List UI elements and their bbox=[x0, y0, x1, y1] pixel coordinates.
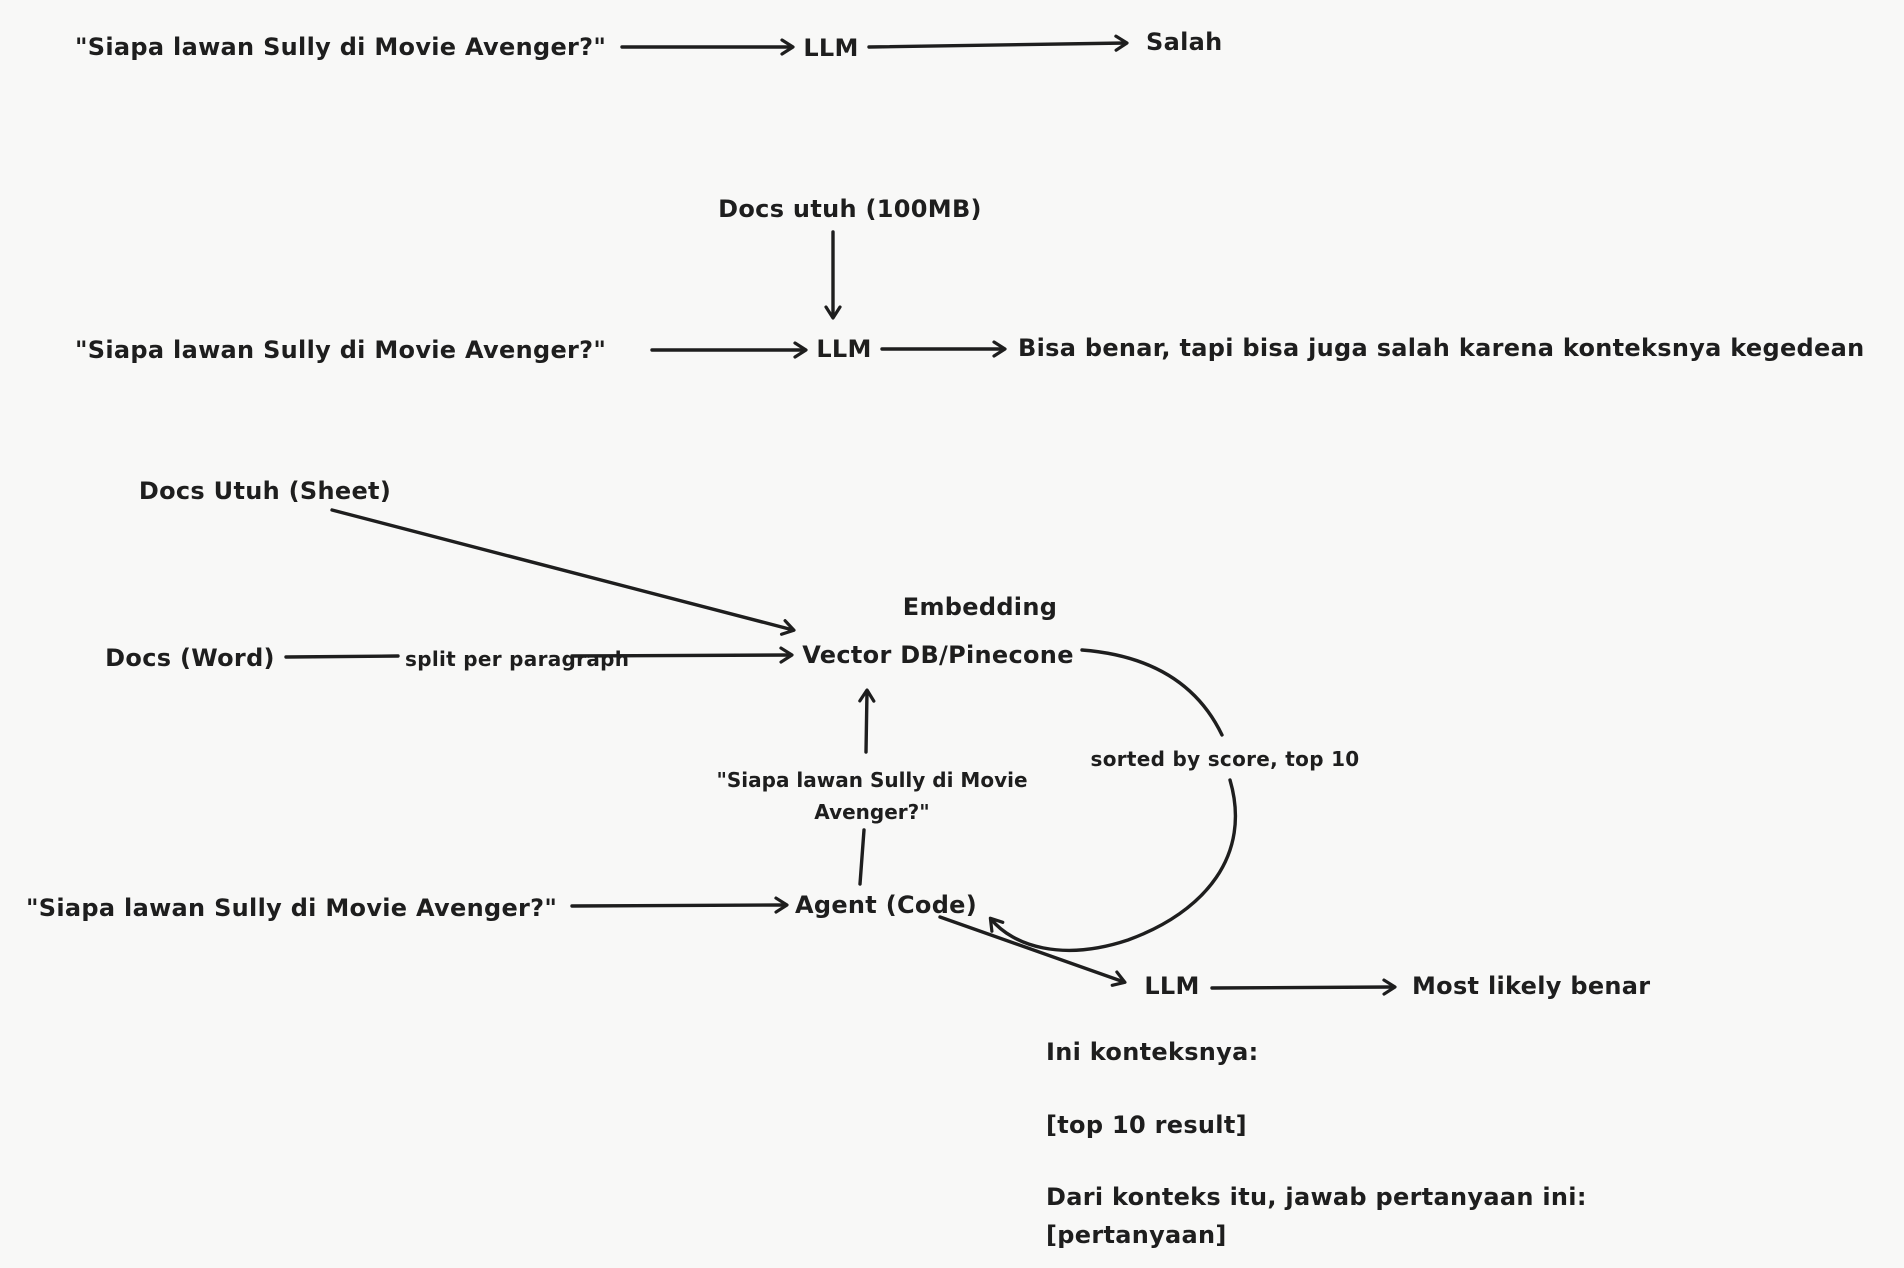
arrow-split-to-vectordb bbox=[570, 646, 794, 664]
arrow-q3-to-agent bbox=[570, 896, 789, 914]
vector-db-node: Vector DB/Pinecone bbox=[802, 641, 1074, 669]
docs-word: Docs (Word) bbox=[105, 644, 275, 672]
prompt-context-intro: Ini konteksnya: bbox=[1046, 1038, 1259, 1066]
prompt-top10-placeholder: [top 10 result] bbox=[1046, 1111, 1247, 1139]
llm-node-2: LLM bbox=[816, 335, 872, 363]
llm-node-3: LLM bbox=[1144, 972, 1200, 1000]
arrow-query-to-vectordb-bottom bbox=[858, 828, 866, 886]
prompt-question-placeholder: [pertanyaan] bbox=[1046, 1221, 1227, 1249]
docs-utuh-sheet: Docs Utuh (Sheet) bbox=[138, 477, 392, 505]
arrow-agent-to-llm3 bbox=[938, 915, 1127, 987]
agent-node: Agent (Code) bbox=[794, 891, 978, 919]
result-most-likely-benar: Most likely benar bbox=[1412, 972, 1651, 1000]
embedding-label: Embedding bbox=[902, 593, 1058, 621]
query-label-line2: Avenger?" bbox=[814, 800, 930, 824]
sorted-by-score-label: sorted by score, top 10 bbox=[1090, 747, 1360, 771]
docs-utuh-100mb: Docs utuh (100MB) bbox=[718, 195, 982, 223]
arrow-llm3-to-result bbox=[1210, 978, 1397, 996]
question-text-1: "Siapa lawan Sully di Movie Avenger?" bbox=[75, 33, 607, 61]
llm-node-1: LLM bbox=[803, 34, 859, 62]
prompt-instruction: Dari konteks itu, jawab pertanyaan ini: bbox=[1046, 1183, 1587, 1211]
arrow-llm1-to-salah bbox=[867, 34, 1129, 52]
result-salah: Salah bbox=[1146, 28, 1223, 56]
query-label: "Siapa lawan Sully di Movie Avenger?" bbox=[716, 764, 1027, 828]
split-per-paragraph-label: split per paragraph bbox=[405, 647, 630, 671]
result-bisa-benar: Bisa benar, tapi bisa juga salah karena … bbox=[1018, 334, 1865, 362]
arrow-sheet-to-vectordb bbox=[330, 508, 796, 636]
question-text-3: "Siapa lawan Sully di Movie Avenger?" bbox=[26, 894, 558, 922]
arrow-query-to-vectordb-top bbox=[858, 688, 876, 754]
line-word-to-split-label bbox=[284, 654, 400, 659]
query-label-line1: "Siapa lawan Sully di Movie bbox=[716, 768, 1028, 792]
arc-vectordb-to-agent-top bbox=[1080, 648, 1224, 737]
question-text-2: "Siapa lawan Sully di Movie Avenger?" bbox=[75, 336, 607, 364]
arc-vectordb-to-agent-bottom bbox=[988, 778, 1238, 953]
